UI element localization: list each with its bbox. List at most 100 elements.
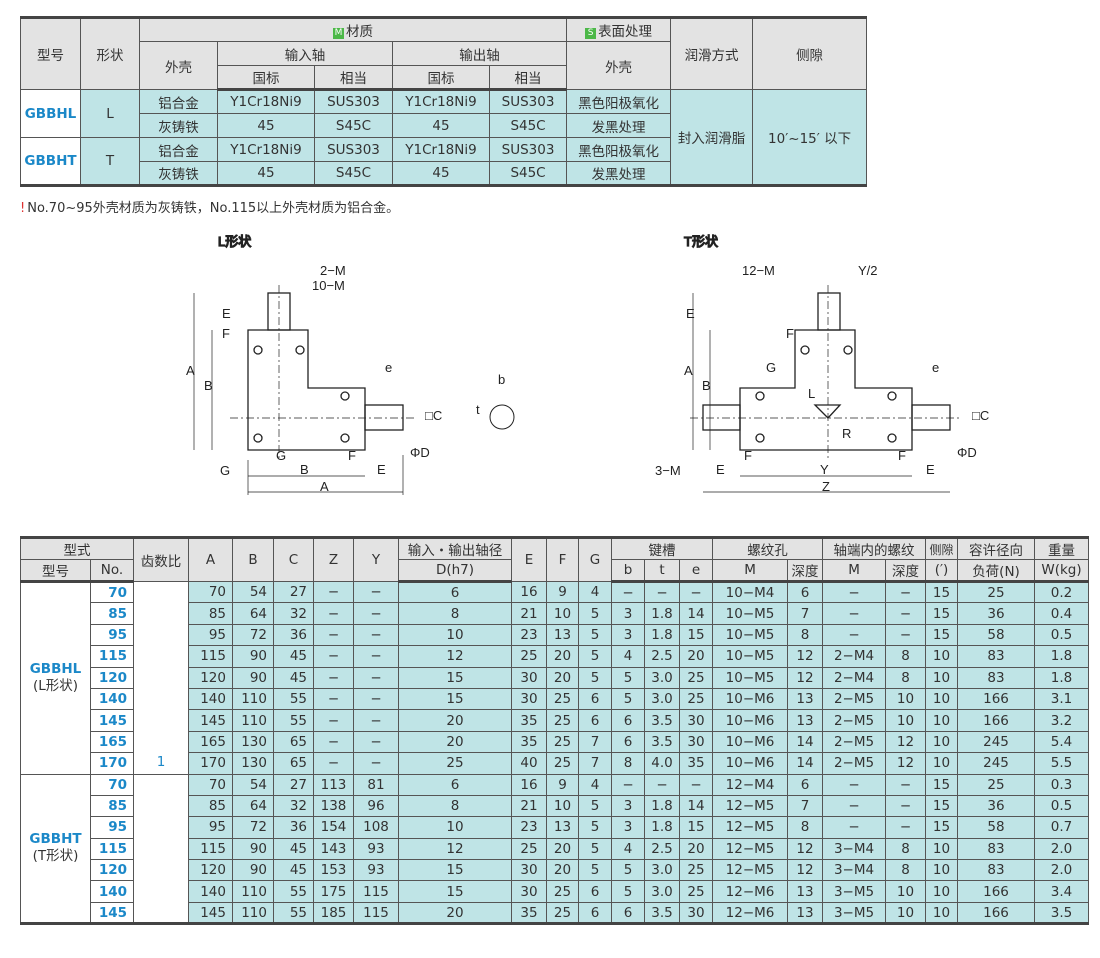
table-cell: 14 — [787, 730, 824, 754]
table-cell: 32 — [273, 794, 314, 818]
table-cell: − — [313, 666, 354, 689]
header-depth2: 深度 — [885, 559, 927, 583]
header-model: 型号 — [20, 559, 91, 583]
header-backlash: 侧隙 — [925, 537, 959, 560]
table-cell: 72 — [232, 816, 274, 839]
table-cell: 32 — [273, 602, 314, 625]
table-cell: 115 — [353, 901, 399, 925]
table-cell: 20 — [546, 666, 579, 689]
table-cell: 13 — [787, 901, 824, 925]
table-cell: 10 — [925, 859, 959, 882]
table-cell: 165 — [188, 730, 233, 754]
table-cell: − — [885, 794, 927, 818]
svg-text:F: F — [898, 448, 906, 463]
header-key-t: t — [644, 559, 680, 583]
table-cell: 30 — [678, 901, 714, 925]
table-cell: 113 — [313, 773, 354, 796]
table-cell: 8 — [885, 645, 927, 668]
table-cell: 15 — [678, 816, 714, 839]
table-cell: − — [885, 602, 927, 625]
svg-text:2−M: 2−M — [320, 263, 346, 278]
spec-cell: 黑色阳极氧化 — [566, 137, 672, 162]
table-cell: 83 — [957, 837, 1036, 861]
table-cell: 5 — [578, 859, 612, 882]
header-load-unit: 负荷(N) — [957, 559, 1036, 583]
header-gb: 国标 — [392, 65, 490, 91]
model-name: GBBHL — [29, 661, 82, 678]
table-cell: 25 — [678, 666, 714, 689]
spec-cell: Y1Cr18Ni9 — [217, 137, 315, 162]
table-cell: 2−M4 — [822, 666, 887, 689]
table-cell: 23 — [511, 816, 547, 839]
table-cell: 143 — [313, 837, 354, 861]
table-cell: 2−M5 — [822, 709, 887, 732]
table-cell: 15 — [925, 602, 959, 625]
table-cell: − — [822, 773, 887, 796]
table-cell: 8 — [885, 859, 927, 882]
table-cell: 13 — [546, 816, 579, 839]
table-cell: 115 — [353, 880, 399, 903]
table-cell: 10−M5 — [712, 645, 789, 668]
table-cell: 153 — [313, 859, 354, 882]
table-cell: 110 — [232, 687, 274, 711]
svg-text:ΦD: ΦD — [957, 445, 977, 460]
table-cell: 10 — [925, 837, 959, 861]
t-shape-title: T形状 — [684, 234, 718, 249]
table-cell: 30 — [511, 859, 547, 882]
table-cell: 3 — [611, 816, 645, 839]
table-cell: 54 — [232, 773, 274, 796]
table-cell: 16 — [511, 773, 547, 796]
table-cell: 138 — [313, 794, 354, 818]
table-cell: − — [678, 773, 714, 796]
header-type: 型式 — [20, 537, 134, 560]
header-backlash-unit: (′) — [925, 559, 959, 583]
table-cell: 3−M5 — [822, 880, 887, 903]
spec-cell: SUS303 — [488, 137, 568, 162]
backlash-value: 10′~15′ 以下 — [752, 89, 868, 186]
svg-text:A: A — [186, 363, 195, 378]
table-cell: 83 — [957, 859, 1036, 882]
table-cell: 5 — [611, 687, 645, 711]
table-cell: 8 — [787, 816, 824, 839]
table-cell: 10 — [885, 880, 927, 903]
table-cell: 120 — [188, 666, 233, 689]
table-cell: 45 — [273, 837, 314, 861]
spec-cell: 45 — [217, 161, 315, 186]
table-cell: 12 — [885, 730, 927, 754]
table-cell: 36 — [957, 602, 1036, 625]
table-cell: 12−M5 — [712, 837, 789, 861]
table-cell: 45 — [273, 859, 314, 882]
table-cell: 5 — [578, 794, 612, 818]
table-cell: 13 — [787, 687, 824, 711]
table-cell: − — [313, 602, 354, 625]
table-cell: 3.0 — [644, 666, 680, 689]
svg-text:□C: □C — [972, 408, 989, 423]
table-cell: 15 — [925, 816, 959, 839]
table-cell: 7 — [578, 730, 612, 754]
table-cell: 70 — [188, 580, 233, 604]
table-cell: 5 — [578, 837, 612, 861]
table-cell: 12−M5 — [712, 816, 789, 839]
spec-cell: 发黑处理 — [566, 161, 672, 186]
table-cell: 40 — [511, 752, 547, 775]
spec-cell: Y1Cr18Ni9 — [392, 89, 490, 114]
table-cell: 55 — [273, 901, 314, 925]
table-cell: 10−M4 — [712, 580, 789, 604]
table-cell: 10 — [925, 730, 959, 754]
table-cell: 21 — [511, 602, 547, 625]
svg-text:12−M: 12−M — [742, 263, 775, 278]
table-cell: 20 — [546, 837, 579, 861]
table-cell: 90 — [232, 859, 274, 882]
header-input-shaft: 输入轴 — [217, 41, 393, 66]
table-cell: 25 — [546, 901, 579, 925]
table-cell: 140 — [188, 687, 233, 711]
table-cell: − — [822, 623, 887, 647]
model-number: 140 — [90, 687, 134, 711]
